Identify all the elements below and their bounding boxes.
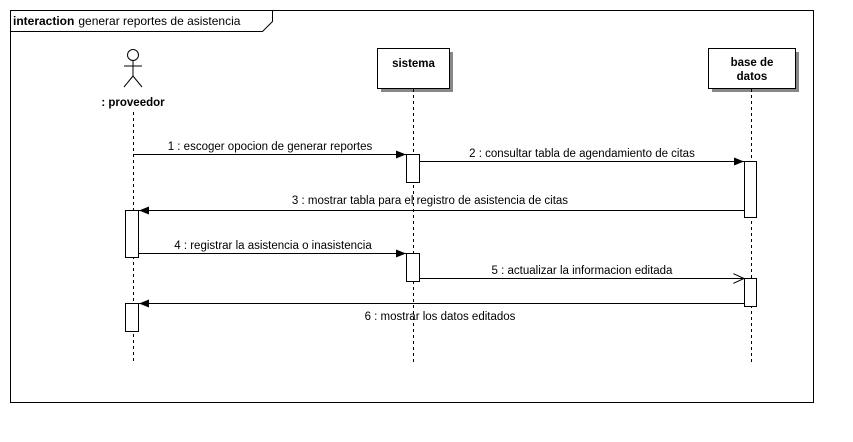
interaction-frame: interaction generar reportes de asistenci… <box>10 10 814 403</box>
actor-figure-icon <box>123 49 143 88</box>
activation-bd-2 <box>744 278 757 307</box>
base-de-datos-label-line1: base de <box>731 57 774 69</box>
message-3: 3 : mostrar tabla para el registro de as… <box>139 195 744 215</box>
frame-name: generar reportes de asistencia <box>78 14 240 28</box>
lifeline-sistema: sistema <box>377 48 453 362</box>
frame-border <box>10 10 814 403</box>
message-3-label: 3 : mostrar tabla para el registro de as… <box>292 195 568 207</box>
message-1-label: 1 : escoger opocion de generar reportes <box>168 141 373 153</box>
lifeline-proveedor: : proveedor <box>101 49 165 362</box>
message-6-label: 6 : mostrar los datos editados <box>365 311 516 323</box>
sistema-box <box>377 48 450 89</box>
base-de-datos-box <box>708 48 796 89</box>
actor-label: : proveedor <box>101 97 165 109</box>
frame-title: interaction generar reportes de asistenci… <box>13 14 241 28</box>
frame-tab <box>10 10 273 32</box>
message-5-label: 5 : actualizar la informacion editada <box>492 265 674 277</box>
message-2-label: 2 : consultar tabla de agendamiento de c… <box>469 148 695 160</box>
activation-proveedor-1 <box>125 210 139 258</box>
activation-sistema-1 <box>406 154 420 183</box>
message-6: 6 : mostrar los datos editados <box>139 299 744 323</box>
activation-proveedor-2 <box>125 303 139 332</box>
message-5: 5 : actualizar la informacion editada <box>419 265 745 279</box>
message-2: 2 : consultar tabla de agendamiento de c… <box>419 148 744 166</box>
sistema-label: sistema <box>392 58 435 70</box>
base-de-datos-label-line2: datos <box>737 71 768 83</box>
activation-sistema-2 <box>406 253 420 282</box>
message-1: 1 : escoger opocion de generar reportes <box>133 141 406 159</box>
message-4: 4 : registrar la asistencia o inasistenc… <box>139 240 406 258</box>
message-4-label: 4 : registrar la asistencia o inasistenc… <box>174 240 372 252</box>
lifeline-base-de-datos: base de datos <box>708 48 799 362</box>
activation-bd-1 <box>744 161 757 218</box>
frame-keyword: interaction <box>13 14 74 28</box>
